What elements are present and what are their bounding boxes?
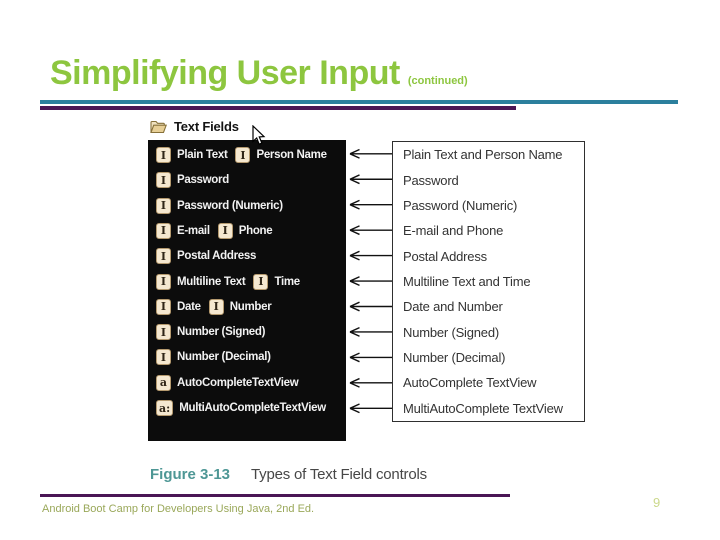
continued-label: (continued)	[407, 75, 468, 87]
text-field-icon: I	[156, 147, 171, 163]
text-field-icon: a:	[156, 400, 174, 416]
callout-label: AutoComplete TextView	[403, 375, 537, 391]
callout-label: Password	[403, 172, 459, 188]
callout-arrow	[349, 250, 392, 261]
callout-label: Postal Address	[403, 248, 487, 264]
footer-credit: Android Boot Camp for Developers Using J…	[42, 503, 315, 515]
text-field-icon: I	[156, 248, 171, 265]
figure-caption-label: Figure 3-13	[150, 466, 231, 483]
palette-item-label: MultiAutoCompleteTextView	[179, 402, 326, 414]
text-field-icon: I	[235, 147, 251, 163]
text-field-icon: I	[156, 273, 171, 290]
figure-caption-text: Types of Text Field controls	[251, 466, 427, 483]
palette-row: a AutoCompleteTextView	[156, 371, 299, 395]
palette-item-label: Date	[177, 300, 201, 313]
callout-label: MultiAutoComplete TextView	[403, 400, 563, 416]
callout-arrow	[349, 377, 392, 388]
palette-item-label: Number	[229, 300, 272, 313]
palette-row: I Plain Text I Person Name	[156, 143, 327, 167]
header-rule-teal	[40, 100, 678, 104]
header-rule-purple	[40, 106, 516, 110]
palette-item-label: Number (Signed)	[177, 326, 266, 339]
callout-arrow	[349, 199, 392, 210]
callout-label: Number (Decimal)	[403, 350, 506, 366]
palette-item-label: Plain Text	[177, 149, 228, 161]
text-field-icon: I	[217, 222, 233, 239]
callout-arrow	[349, 148, 392, 159]
figure-caption: Figure 3-13 Types of Text Field controls	[150, 466, 427, 483]
callout-arrow	[349, 301, 392, 312]
palette-row: I Number (Decimal)	[156, 345, 271, 369]
palette-item-label: Time	[274, 275, 300, 288]
text-field-icon: I	[156, 298, 171, 315]
palette-item-label: Password	[177, 174, 229, 187]
callout-label: Plain Text and Person Name	[403, 147, 563, 163]
mouse-cursor-icon	[252, 125, 266, 146]
footer-rule	[40, 494, 510, 497]
palette-item-label: AutoCompleteTextView	[177, 376, 299, 389]
page-number: 9	[653, 495, 661, 510]
callout-arrow	[349, 174, 392, 185]
palette-item-label: Number (Decimal)	[177, 351, 271, 364]
text-field-icon: I	[253, 273, 269, 290]
callout-label: Multiline Text and Time	[403, 273, 531, 289]
callout-label: Number (Signed)	[403, 324, 499, 340]
palette-row: I E-mail I Phone	[156, 219, 273, 243]
slide-title-row: Simplifying User Input (continued)	[50, 54, 468, 93]
callout-label: Password (Numeric)	[403, 197, 518, 213]
palette-header: Text Fields	[150, 119, 239, 134]
text-field-icon: I	[156, 324, 171, 341]
palette-row: I Number (Signed)	[156, 320, 265, 344]
callout-arrows	[349, 148, 392, 414]
callout-label: Date and Number	[403, 299, 503, 315]
palette-row: I Postal Address	[156, 244, 256, 268]
palette-row: I Multiline Text I Time	[156, 270, 300, 294]
palette-item-label: Postal Address	[177, 250, 257, 263]
palette-row: I Password	[156, 168, 229, 192]
text-field-icon: I	[156, 222, 171, 239]
callout-label: E-mail and Phone	[403, 223, 504, 239]
palette-item-label: E-mail	[177, 224, 210, 237]
folder-open-icon	[150, 120, 167, 133]
palette-item-label: Person Name	[256, 149, 327, 161]
callout-arrow	[349, 276, 392, 286]
callout-arrow	[349, 403, 392, 414]
text-field-icon: I	[156, 197, 171, 214]
palette-row: a: MultiAutoCompleteTextView	[156, 396, 326, 420]
page-title: Simplifying User Input	[50, 54, 400, 92]
text-field-icon: I	[208, 298, 224, 315]
callout-arrow	[349, 327, 392, 337]
text-field-icon: I	[156, 349, 171, 366]
callout-arrow	[349, 225, 392, 236]
palette-item-label: Phone	[238, 224, 273, 237]
text-field-icon: a	[156, 374, 171, 391]
callout-arrow	[349, 352, 392, 363]
palette-item-label: Password (Numeric)	[177, 199, 283, 212]
palette-header-label: Text Fields	[174, 119, 239, 134]
palette-row: I Date I Number	[156, 295, 272, 319]
text-field-icon: I	[156, 172, 171, 189]
palette-item-label: Multiline Text	[177, 275, 246, 288]
palette-row: I Password (Numeric)	[156, 194, 283, 218]
